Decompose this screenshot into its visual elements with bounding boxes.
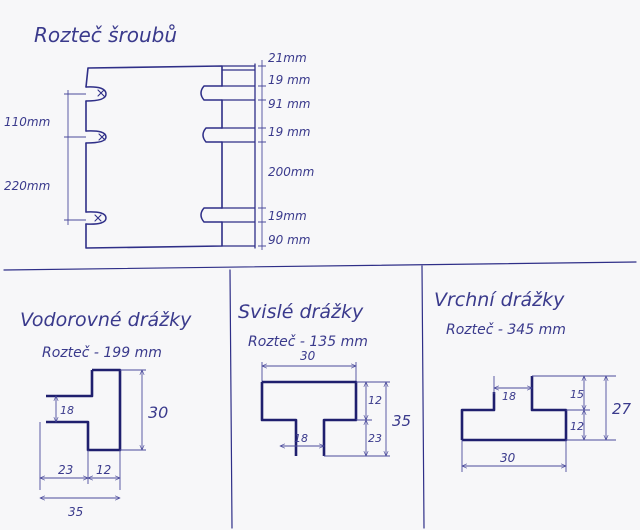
vertical-pitch: Rozteč - 135 mm [248,334,368,350]
right-dim-ticks [258,65,266,247]
vertical-stem-label: 18 [294,432,308,445]
horizontal-total-label: 35 [68,505,83,519]
vertical-bottom-label: 23 [368,432,382,445]
right-slot-1 [200,85,223,101]
horizontal-height-label: 30 [148,403,168,422]
right-dim-4: 19 mm [268,125,310,139]
upper-profile [460,376,568,442]
bolt-marks [94,89,106,222]
right-slot-2 [202,127,223,143]
right-slot-3 [200,207,223,223]
horizontal-profile [46,368,122,452]
horizontal-left-label: 23 [58,463,73,477]
horizontal-right-label: 12 [96,463,111,477]
upper-upper-label: 15 [570,388,584,401]
upper-width-label: 30 [500,451,516,465]
bolt-pitch-section: Rozteč šroubů 21mm 19 mm 91 mm 19 mm 200… [4,23,314,250]
horizontal-notch-label: 18 [60,404,74,417]
horizontal-pitch: Rozteč - 199 mm [42,345,162,361]
right-dim-7: 90 mm [268,233,310,247]
upper-title: Vrchní drážky [434,289,565,311]
right-dim-6: 19mm [268,209,307,223]
upper-step-label: 18 [502,390,516,403]
vertical-title: Svislé drážky [238,301,364,323]
right-dim-3: 91 mm [268,97,310,111]
left-slot-1 [85,86,107,102]
horizontal-slots-section: Vodorovné drážky Rozteč - 199 mm 30 18 2… [20,309,192,519]
upper-lower-label: 12 [570,420,584,433]
vertical-width-label: 30 [300,349,316,363]
vertical-total-label: 35 [392,412,411,430]
right-dim-1: 21mm [268,51,307,65]
bolt-pitch-title: Rozteč šroubů [34,23,177,47]
vertical-profile [260,380,358,456]
horizontal-divider [3,261,637,271]
left-dim-1: 110mm [4,115,50,129]
upper-slots-section: Vrchní drážky Rozteč - 345 mm 18 15 12 2… [434,289,632,472]
divider-left [229,269,233,529]
left-dim-2: 220mm [4,179,50,193]
right-strip [221,63,256,249]
right-dim-2: 19 mm [268,73,310,87]
vertical-top-label: 12 [368,394,382,407]
upper-total-label: 27 [612,400,632,418]
divider-right [421,265,425,529]
horizontal-title: Vodorovné drážky [20,309,192,331]
vertical-slots-section: Svislé drážky Rozteč - 135 mm 30 12 23 3… [238,301,411,456]
left-dim-ticks [64,93,86,221]
left-slot-2 [85,130,107,144]
right-dim-5: 200mm [268,165,314,179]
upper-pitch: Rozteč - 345 mm [446,322,566,338]
left-slot-3 [85,211,107,225]
